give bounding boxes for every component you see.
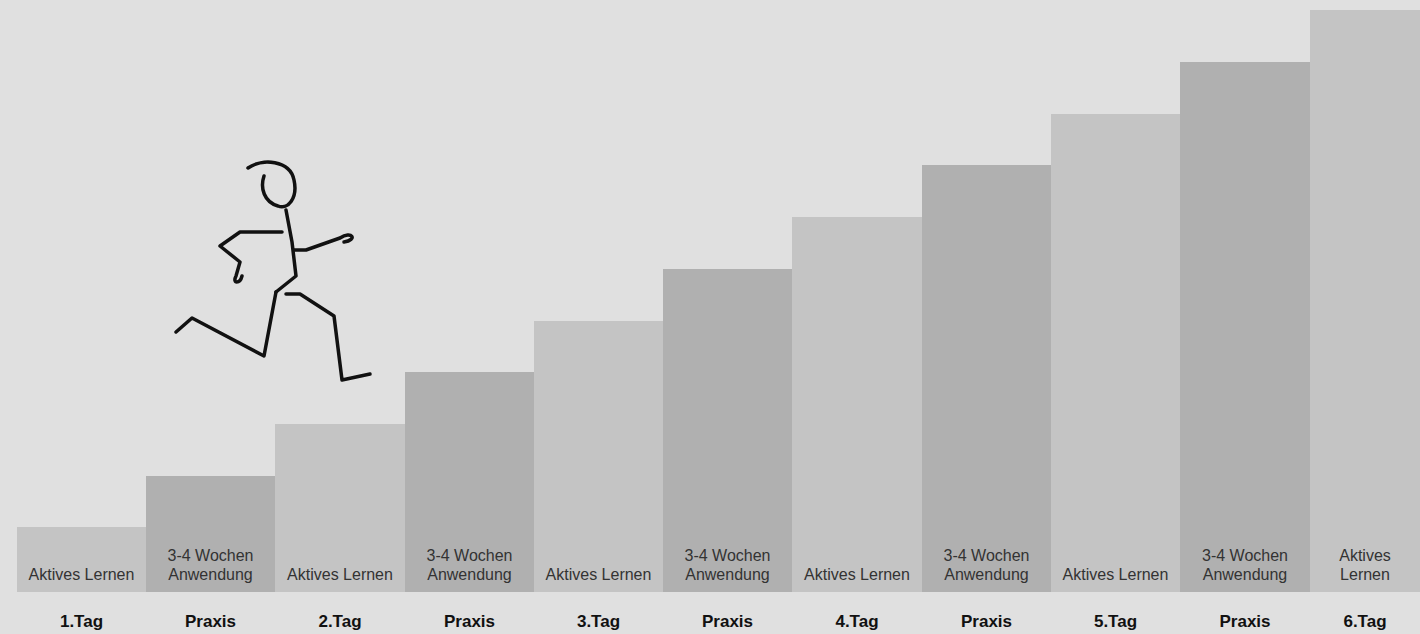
figure-leg [176,292,276,356]
step-fill [1310,10,1420,592]
figure-leg [286,294,370,380]
step-label: Praxis [405,612,534,632]
step-text: 3-4 Wochen Anwendung [1184,546,1306,584]
step-text: 3-4 Wochen Anwendung [150,546,271,584]
step-fill [663,269,792,592]
step-label: Praxis [1180,612,1310,632]
stair-step: Aktives Lernen 1.Tag [17,527,146,634]
figure-arm [220,232,282,282]
step-fill [792,217,922,592]
step-label: Praxis [663,612,792,632]
step-fill [1051,114,1180,592]
step-text: 3-4 Wochen Anwendung [409,546,530,584]
step-text: Aktives Lernen [21,565,142,584]
step-label: 2.Tag [275,612,405,632]
stair-step: Aktives Lernen 6.Tag [1310,10,1420,634]
step-label: 1.Tag [17,612,146,632]
figure-head [248,162,295,207]
step-label: Praxis [146,612,275,632]
step-label: 4.Tag [792,612,922,632]
stair-step: 3-4 Wochen AnwendungPraxis [922,165,1051,634]
step-fill [1180,62,1310,592]
step-fill [534,321,663,592]
step-label: 6.Tag [1310,612,1420,632]
stair-step: 3-4 Wochen AnwendungPraxis [663,269,792,634]
step-fill [922,165,1051,592]
stair-step: Aktives Lernen 3.Tag [534,321,663,634]
stair-step: 3-4 Wochen AnwendungPraxis [146,476,275,634]
step-text: Aktives Lernen [538,565,659,584]
stair-step: Aktives Lernen 5.Tag [1051,114,1180,634]
step-label: 3.Tag [534,612,663,632]
step-text: Aktives Lernen [279,565,401,584]
step-label: 5.Tag [1051,612,1180,632]
step-text: 3-4 Wochen Anwendung [926,546,1047,584]
figure-arm [294,235,352,250]
stair-step: Aktives Lernen 4.Tag [792,217,922,634]
step-label: Praxis [922,612,1051,632]
step-text: Aktives Lernen [1314,546,1416,584]
step-text: Aktives Lernen [796,565,918,584]
step-text: 3-4 Wochen Anwendung [667,546,788,584]
stair-step: 3-4 Wochen AnwendungPraxis [1180,62,1310,634]
step-text: Aktives Lernen [1055,565,1176,584]
stair-step: 3-4 Wochen AnwendungPraxis [405,372,534,634]
stair-step: Aktives Lernen 2.Tag [275,424,405,634]
